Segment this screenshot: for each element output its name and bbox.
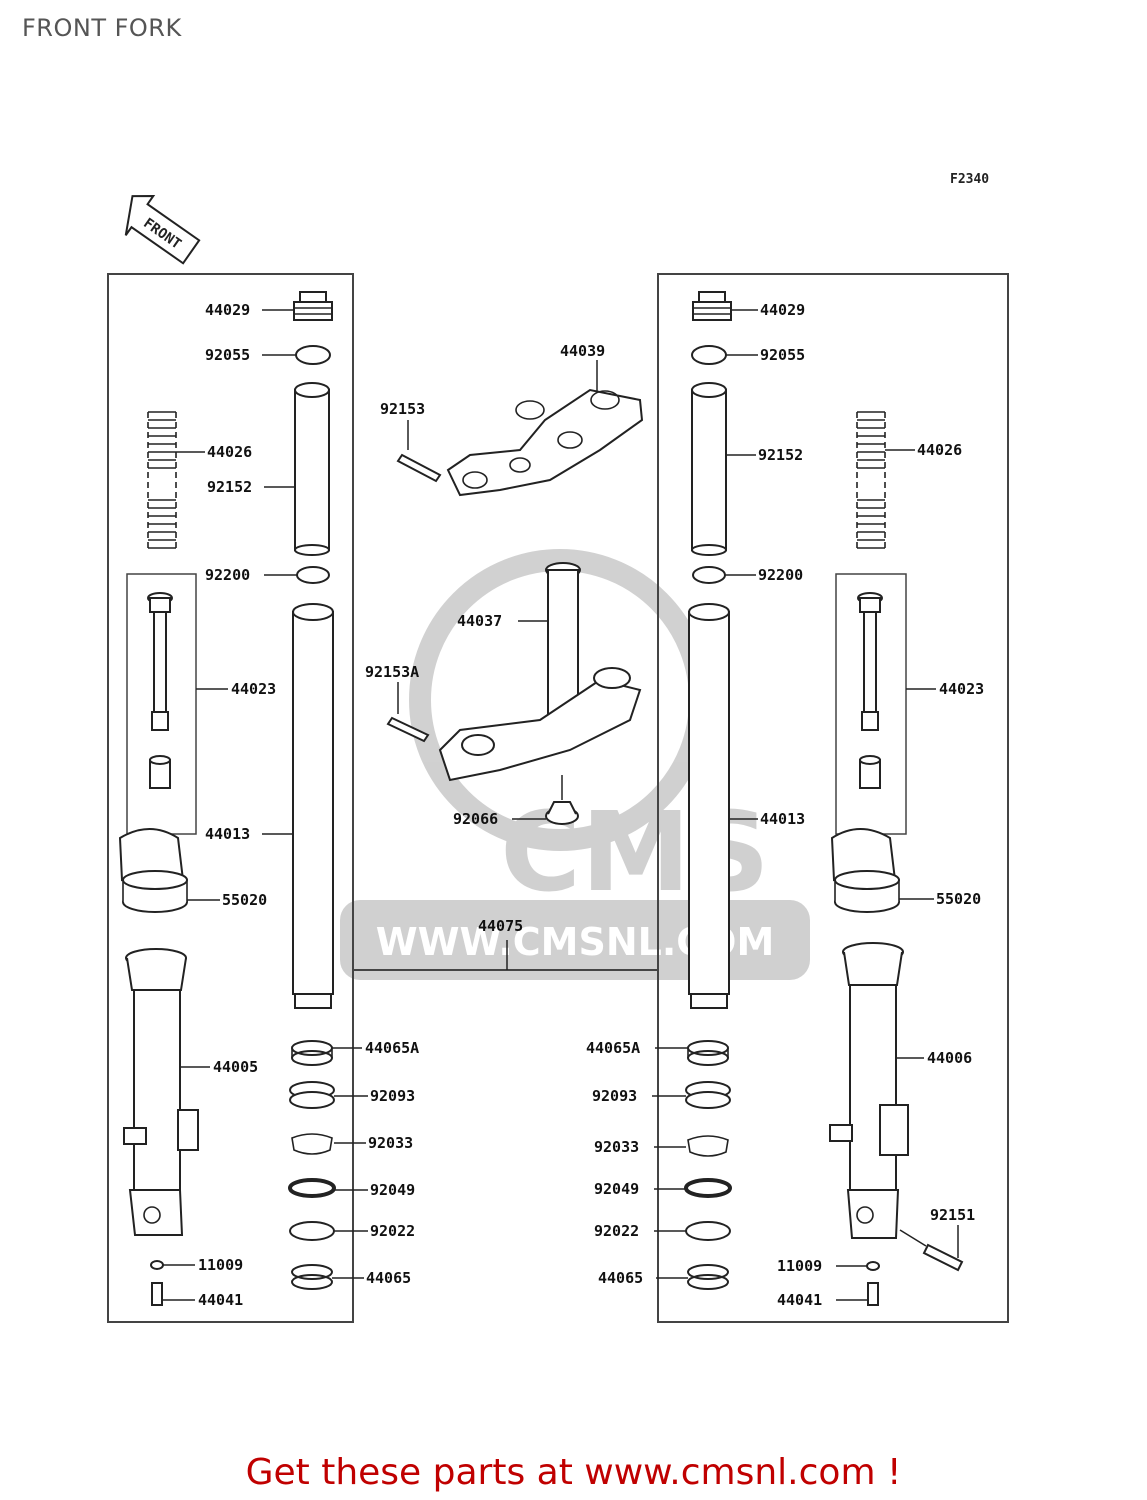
label-44037: 44037 [457,612,502,630]
label-right-44023: 44023 [939,680,984,698]
front-arrow-icon: FRONT [124,194,201,265]
dust-seal-right [684,1178,732,1198]
label-left-92049: 92049 [370,1181,415,1199]
spacer-tube-left [294,382,330,556]
fork-guard-right [830,828,900,913]
spring-right [856,411,886,549]
label-right-92151: 92151 [930,1206,975,1224]
spring-left [147,411,177,549]
label-left-92200: 92200 [205,566,250,584]
inner-tube-left [292,603,334,1009]
label-right-55020: 55020 [936,890,981,908]
stem-nut [545,801,579,825]
label-left-92022: 92022 [370,1222,415,1240]
fork-cap-left [293,291,333,321]
fork-cap-right [692,291,732,321]
bush-right [687,1264,729,1290]
bush-a-left [291,1040,333,1066]
oil-seal-right [685,1081,731,1109]
label-44075: 44075 [478,917,523,935]
label-left-44013: 44013 [205,825,250,843]
label-left-92055: 92055 [205,346,250,364]
label-right-92152: 92152 [758,446,803,464]
label-right-92049: 92049 [594,1180,639,1198]
label-right-11009: 11009 [777,1257,822,1275]
label-left-44065A: 44065A [365,1039,419,1057]
lower-bolt [386,716,430,743]
circlip-right [687,1135,729,1157]
fork-guard-left [118,828,188,913]
label-92066: 92066 [453,810,498,828]
label-left-44065: 44065 [366,1269,411,1287]
label-left-92152: 92152 [207,478,252,496]
label-right-92055: 92055 [760,346,805,364]
bush-left [291,1264,333,1290]
label-44039: 44039 [560,342,605,360]
footer-promo-link[interactable]: Get these parts at www.cmsnl.com ! [245,1452,902,1493]
gasket-left [150,1260,164,1270]
label-right-44029: 44029 [760,301,805,319]
o-ring-left [295,345,331,365]
spacer-tube-right [691,382,727,556]
bush-a-right [687,1040,729,1066]
inner-tube-right [688,603,730,1009]
washer-right [692,566,726,584]
label-92153A: 92153A [365,663,419,681]
label-left-44026: 44026 [207,443,252,461]
cartridge-left [147,592,173,789]
upper-bolt [396,453,442,483]
label-left-44029: 44029 [205,301,250,319]
label-92153: 92153 [380,400,425,418]
label-right-44006: 44006 [927,1049,972,1067]
upper-bracket [446,388,644,497]
steering-stem [438,562,642,782]
washer-left [296,566,330,584]
label-left-11009: 11009 [198,1256,243,1274]
label-right-92200: 92200 [758,566,803,584]
circlip-left [291,1133,333,1155]
outer-tube-right [829,942,909,1239]
label-right-44013: 44013 [760,810,805,828]
label-left-92093: 92093 [370,1087,415,1105]
gasket-right [866,1261,880,1271]
label-left-44023: 44023 [231,680,276,698]
dust-seal-left [288,1178,336,1198]
washer2-right [685,1221,731,1241]
label-right-44041: 44041 [777,1291,822,1309]
o-ring-right [691,345,727,365]
bolt-left [151,1282,163,1306]
page-title: FRONT FORK [22,14,182,42]
label-right-44026: 44026 [917,441,962,459]
label-right-92033: 92033 [594,1138,639,1156]
label-left-44041: 44041 [198,1291,243,1309]
label-right-92093: 92093 [592,1087,637,1105]
label-right-44065: 44065 [598,1269,643,1287]
label-left-55020: 55020 [222,891,267,909]
oil-seal-left [289,1081,335,1109]
label-right-44065A: 44065A [586,1039,640,1057]
outer-tube-left [123,948,199,1236]
washer2-left [289,1221,335,1241]
cartridge-right [857,592,883,789]
diagram-code: F2340 [950,172,990,187]
label-left-44005: 44005 [213,1058,258,1076]
bolt-right [867,1282,879,1306]
label-right-92022: 92022 [594,1222,639,1240]
label-left-92033: 92033 [368,1134,413,1152]
axle-bolt-right [922,1243,964,1272]
